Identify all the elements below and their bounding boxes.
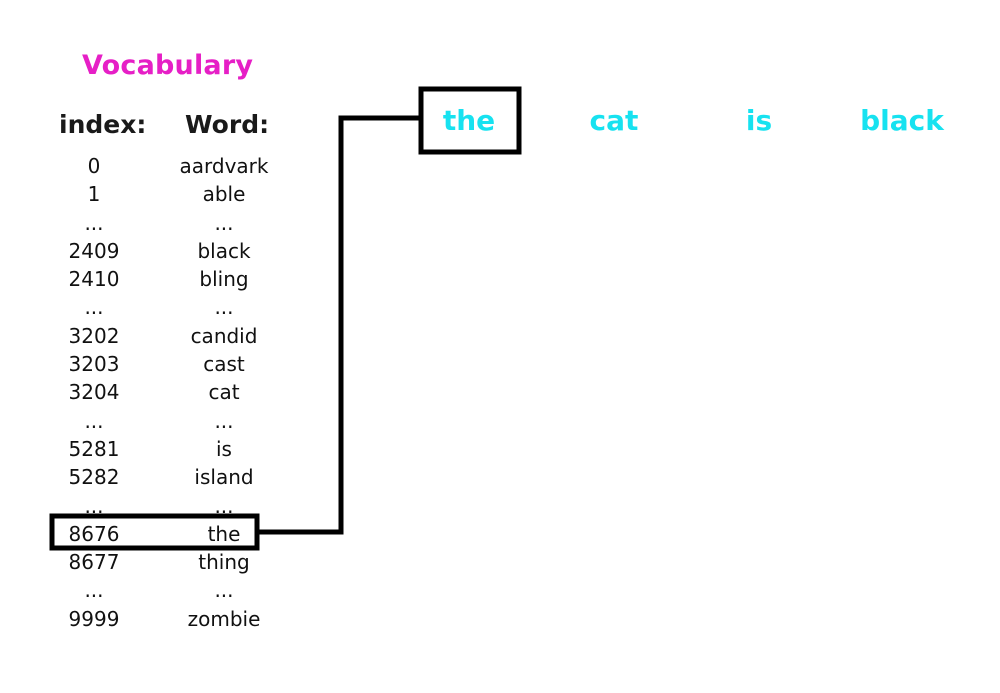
- vocab-row: 9999 zombie: [44, 605, 284, 633]
- vocab-index: 8677: [68, 550, 120, 575]
- vocab-index: 3203: [68, 352, 120, 377]
- sentence-word-cat: cat: [589, 104, 639, 137]
- vocab-row: 3203 cast: [44, 350, 284, 378]
- vocab-row: 0 aardvark: [44, 152, 284, 180]
- vocab-row: 5281 is: [44, 435, 284, 463]
- index-column-header: index:: [59, 110, 147, 139]
- vocab-index: 0: [87, 154, 101, 178]
- vocab-row: 8677 thing: [44, 548, 284, 576]
- vocab-index: ...: [84, 408, 104, 433]
- vocab-index: 3204: [68, 380, 120, 405]
- vocab-word: the: [207, 521, 241, 546]
- vocab-word: zombie: [187, 606, 261, 631]
- vocab-row: ... ...: [44, 209, 284, 237]
- vocab-row: 2409 black: [44, 237, 284, 265]
- vocab-row: ... ...: [44, 576, 284, 604]
- vocab-index: ...: [84, 295, 104, 320]
- vocab-index: 5281: [68, 436, 120, 461]
- vocab-index: 1: [87, 182, 101, 207]
- vocab-word: ...: [214, 578, 234, 603]
- vocab-row: ... ...: [44, 492, 284, 520]
- vocab-row: 3202 candid: [44, 322, 284, 350]
- vocab-word: ...: [214, 210, 234, 235]
- vocab-word: bling: [199, 267, 249, 292]
- vocab-index: 2409: [68, 238, 120, 263]
- vocab-word: ...: [214, 493, 234, 518]
- vocab-row: 1 able: [44, 180, 284, 208]
- sentence-word-black: black: [860, 104, 944, 137]
- vocab-word: black: [197, 238, 251, 263]
- vocab-row: 5282 island: [44, 463, 284, 491]
- vocab-index: 5282: [68, 465, 120, 490]
- vocab-word: ...: [214, 295, 234, 320]
- sentence-word-is: is: [745, 104, 773, 137]
- vocab-row: ... ...: [44, 407, 284, 435]
- vocab-word: island: [194, 465, 254, 490]
- vocab-row: 3204 cat: [44, 378, 284, 406]
- vocabulary-table: 0 aardvark 1 able ... ... 2409 black 241…: [44, 152, 284, 633]
- vocab-index: ...: [84, 210, 104, 235]
- vocab-word: cast: [203, 352, 245, 377]
- vocab-row-highlighted: 8676 the: [44, 520, 284, 548]
- vocab-word: thing: [198, 550, 250, 575]
- vocab-word: cat: [208, 380, 240, 405]
- vocab-index: ...: [84, 493, 104, 518]
- vocab-index: 2410: [68, 267, 120, 292]
- vocab-index: ...: [84, 578, 104, 603]
- sentence-word-the: the: [442, 104, 496, 137]
- vocab-row: 2410 bling: [44, 265, 284, 293]
- word-column-header: Word:: [185, 110, 270, 139]
- vocab-index: 3202: [68, 323, 120, 348]
- vocab-row: ... ...: [44, 293, 284, 321]
- vocab-word: is: [216, 436, 232, 461]
- vocab-index: 9999: [68, 606, 120, 631]
- vocab-word: candid: [190, 323, 258, 348]
- vocab-word: aardvark: [179, 154, 269, 178]
- vocab-index: 8676: [68, 521, 120, 546]
- vocab-word: ...: [214, 408, 234, 433]
- vocab-word: able: [202, 182, 246, 207]
- vocabulary-title: Vocabulary: [82, 50, 254, 81]
